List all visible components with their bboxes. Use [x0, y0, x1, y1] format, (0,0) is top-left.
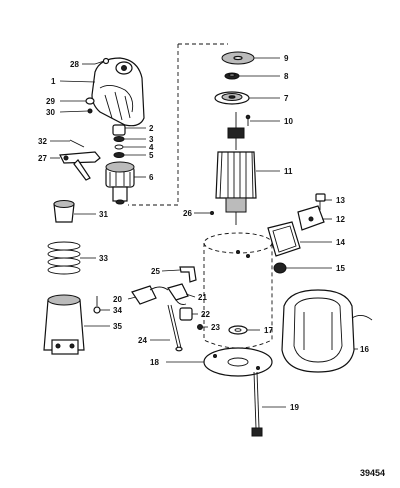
callout-21: 21	[198, 293, 207, 302]
solenoid	[43, 294, 85, 355]
leader-lines	[50, 57, 358, 408]
callout-26: 26	[183, 209, 192, 218]
callout-18: 18	[150, 358, 159, 367]
spacer-washer	[224, 72, 240, 80]
commutator-end-cap	[203, 347, 273, 377]
brush-screw	[197, 324, 203, 330]
callout-35: 35	[113, 322, 122, 331]
callout-13: 13	[336, 196, 345, 205]
callout-33: 33	[99, 254, 108, 263]
return-spring	[47, 241, 81, 275]
callout-19: 19	[290, 403, 299, 412]
callout-20: 20	[113, 295, 122, 304]
grommet	[273, 262, 287, 274]
callout-12: 12	[336, 215, 345, 224]
brush-spring-left	[131, 285, 169, 305]
callout-10: 10	[284, 117, 293, 126]
callout-23: 23	[211, 323, 220, 332]
callout-2: 2	[149, 124, 154, 133]
assembly-path-line	[128, 43, 228, 206]
callout-31: 31	[99, 210, 108, 219]
through-bolt-long	[251, 371, 263, 437]
callout-29: 29	[46, 97, 55, 106]
shift-lever	[59, 151, 101, 181]
field-frame-housing	[203, 232, 273, 349]
callout-8: 8	[284, 72, 289, 81]
solenoid-screw	[93, 296, 101, 314]
terminal-screw	[315, 193, 326, 210]
callout-11: 11	[284, 167, 293, 176]
callout-5: 5	[149, 151, 154, 160]
pressure-plate	[214, 91, 250, 105]
callout-24: 24	[138, 336, 147, 345]
armature-pin	[210, 211, 214, 215]
thrust-washer-top	[221, 51, 255, 65]
callout-7: 7	[284, 94, 289, 103]
brush-holder	[297, 205, 325, 231]
callout-9: 9	[284, 54, 289, 63]
drive-gear-assembly	[105, 161, 135, 205]
callout-34: 34	[113, 306, 122, 315]
rubber-mount	[281, 289, 373, 373]
end-washer	[228, 325, 248, 335]
callout-32: 32	[38, 137, 47, 146]
housing-screw	[94, 57, 110, 65]
callout-labels: 1 2 3 4 5 6 7 8 9 10 11 12 13 14 15 16 1…	[38, 54, 369, 412]
solenoid-boot	[53, 200, 75, 223]
callout-27: 27	[38, 154, 47, 163]
callout-25: 25	[151, 267, 160, 276]
small-screw	[245, 114, 251, 126]
callout-16: 16	[360, 345, 369, 354]
callout-22: 22	[201, 310, 210, 319]
callout-30: 30	[46, 108, 55, 117]
through-bolt-short	[167, 304, 183, 352]
figure-number: 39454	[360, 468, 385, 478]
callout-6: 6	[149, 173, 154, 182]
drive-stack-parts	[112, 124, 126, 158]
callout-4: 4	[149, 143, 154, 152]
callout-1: 1	[51, 77, 56, 86]
drive-end-housing	[91, 57, 145, 127]
bracket	[179, 266, 197, 283]
insulator-gasket	[267, 221, 301, 257]
brush	[179, 307, 193, 321]
callout-3: 3	[149, 135, 154, 144]
housing-bushing	[85, 97, 95, 105]
callout-28: 28	[70, 60, 79, 69]
callout-15: 15	[336, 264, 345, 273]
lever-pin	[69, 139, 85, 148]
brush-spring-right	[167, 283, 189, 305]
housing-washer	[87, 108, 93, 114]
callout-14: 14	[336, 238, 345, 247]
callout-17: 17	[264, 326, 273, 335]
armature	[215, 112, 257, 225]
